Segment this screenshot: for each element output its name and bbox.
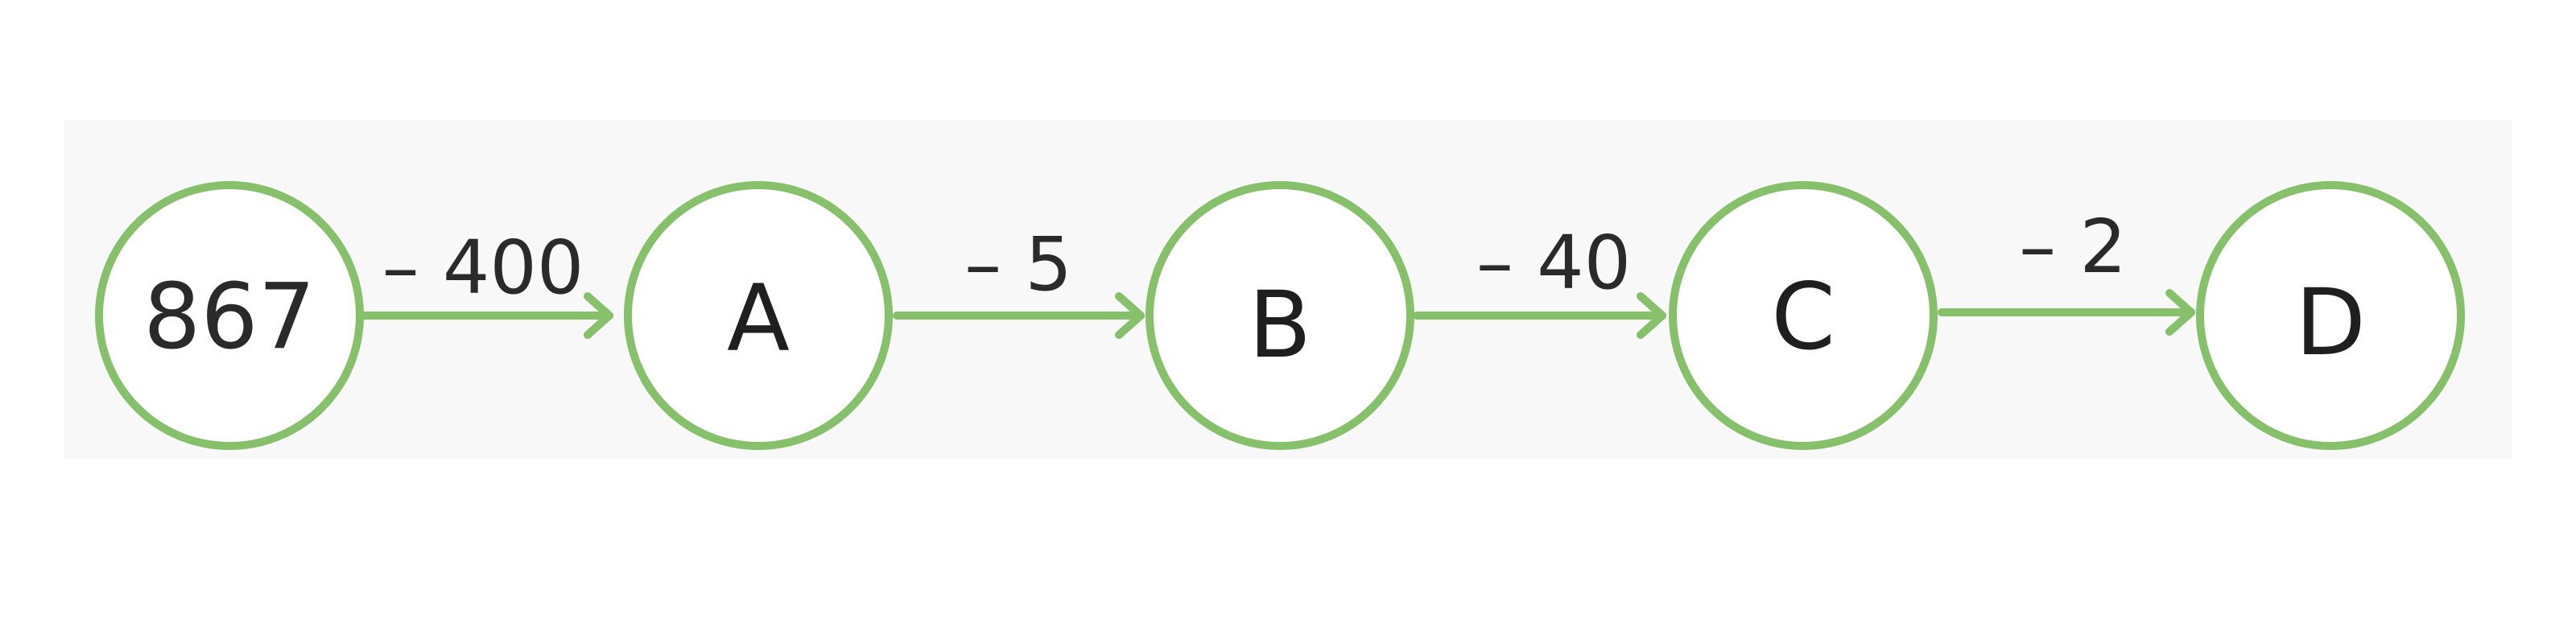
node-start: 867 (95, 181, 364, 450)
node-label: D (2295, 269, 2366, 376)
edge-c-d: – 2 (1938, 204, 2195, 336)
node-ring (624, 181, 893, 450)
arrowhead-icon (1637, 292, 1666, 339)
node-ring (1146, 181, 1414, 450)
edge-label: – 40 (1476, 220, 1631, 306)
arrowhead-icon (1115, 292, 1145, 339)
node-a: A (624, 181, 893, 450)
node-label: A (727, 265, 790, 372)
edge-b-c: – 40 (1413, 220, 1666, 339)
edge-label: – 2 (2019, 204, 2127, 290)
node-ring (1669, 181, 1938, 450)
node-label: C (1771, 263, 1835, 370)
node-ring (2196, 181, 2465, 450)
node-b: B (1146, 181, 1414, 450)
edge-a-b: – 5 (893, 221, 1145, 339)
arrowhead-icon (2165, 289, 2195, 336)
node-label: B (1249, 271, 1311, 378)
arrowhead-icon (584, 292, 613, 339)
node-c: C (1669, 181, 1938, 450)
edge-label: – 5 (964, 221, 1072, 308)
node-ring (95, 181, 364, 450)
node-d: D (2196, 181, 2465, 450)
node-label: 867 (143, 265, 316, 369)
edge-label: – 400 (382, 225, 584, 311)
edge-start-a: – 400 (356, 225, 613, 339)
